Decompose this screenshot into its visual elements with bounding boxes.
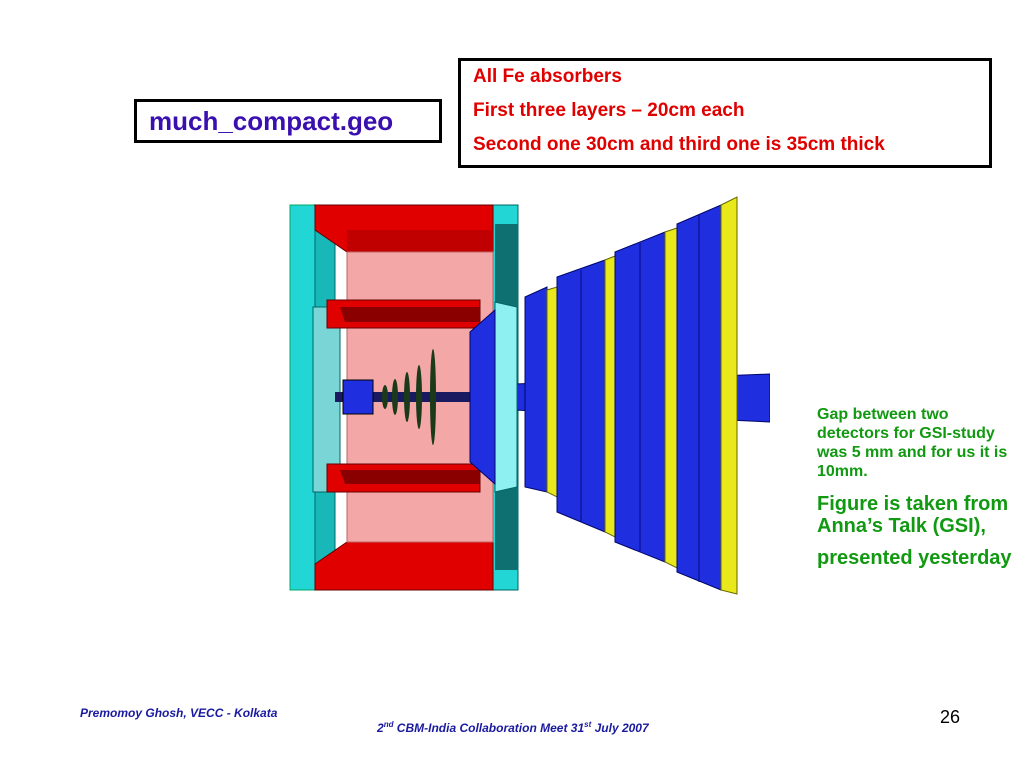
geometry-title: much_compact.geo <box>149 106 394 136</box>
meeting-prefix: 2 <box>377 721 384 735</box>
side-note: Gap between two detectors for GSI-study … <box>817 405 1017 579</box>
footer-author: Premomoy Ghosh, VECC - Kolkata <box>80 706 278 720</box>
meeting-mid-sup: st <box>584 720 592 729</box>
meeting-suffix: July 2007 <box>591 721 649 735</box>
detector-geometry-figure <box>285 192 771 604</box>
absorber-note-line: Second one 30cm and third one is 35cm th… <box>473 134 885 155</box>
absorber-notes-box: All Fe absorbers First three layers – 20… <box>458 58 992 168</box>
page-number: 26 <box>940 707 961 727</box>
absorber-note-line: All Fe absorbers <box>473 66 622 87</box>
footer-meeting: 2nd CBM-India Collaboration Meet 31st Ju… <box>377 720 649 735</box>
geometry-title-box: much_compact.geo <box>134 99 442 143</box>
meeting-prefix-sup: nd <box>383 720 394 729</box>
presented-note: presented yesterday <box>817 547 1012 569</box>
detector-geometry-drawing <box>289 196 771 595</box>
figure-source-note: Figure is taken from Anna’s Talk (GSI), <box>817 493 1009 537</box>
gap-note: Gap between two detectors for GSI-study … <box>817 406 1008 480</box>
meeting-mid: CBM-India Collaboration Meet 31 <box>393 721 585 735</box>
absorber-note-line: First three layers – 20cm each <box>473 100 745 121</box>
